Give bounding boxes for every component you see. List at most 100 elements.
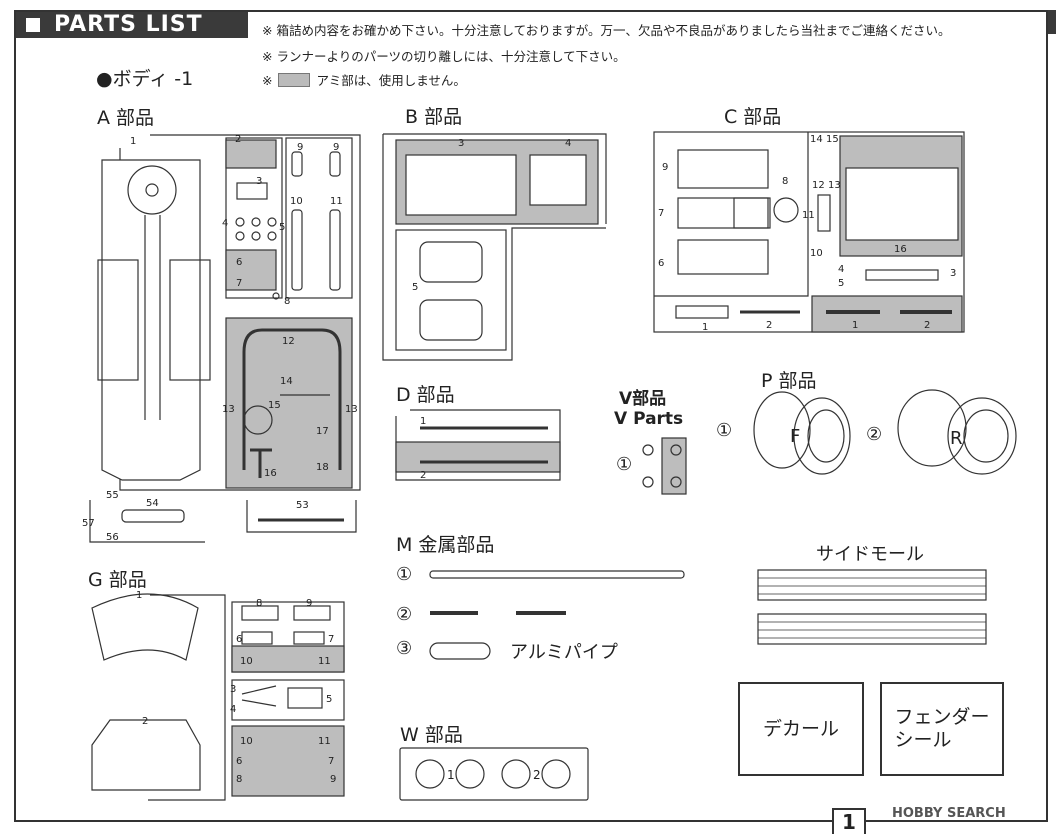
runner-b-frame [383, 133, 607, 224]
part-b3-label: 3 [458, 138, 465, 149]
part-b4-label: 4 [565, 138, 572, 149]
part-c1-label: 1 [702, 322, 709, 333]
part-m3-label: ③ [396, 638, 413, 659]
parts-list-header: PARTS LIST [16, 12, 248, 38]
part-c16-label: 16 [894, 244, 907, 255]
header-square-icon [26, 18, 40, 32]
section-v-label: V部品 [619, 389, 667, 409]
part-a8-label: 8 [284, 296, 291, 307]
note-check-contents: ※ 箱詰め内容をお確かめ下さい。十分注意しておりますが。万一、欠品や不良品があり… [262, 23, 951, 38]
runner-a-mesh-area [225, 317, 353, 489]
runner-v-mesh [661, 437, 687, 495]
section-b-label: B 部品 [405, 106, 463, 128]
side-molding-label: サイドモール [816, 544, 924, 565]
part-a2-label: 2 [235, 134, 242, 145]
rear-tire-part [897, 389, 1017, 475]
part-p1-label: ① [716, 420, 733, 441]
part-a55-label: 55 [106, 490, 119, 501]
page-frame [14, 10, 1048, 822]
part-g8-label: 8 [256, 598, 263, 609]
note-mesh-unused: ※ アミ部は、使用しません。 [262, 70, 466, 89]
part-d1-label: 1 [420, 416, 427, 427]
section-g-label: G 部品 [88, 569, 147, 591]
part-v1-label: ① [616, 454, 633, 475]
decal-label: デカール [762, 717, 839, 740]
front-tire-part [753, 391, 851, 475]
part-a11-label: 11 [330, 196, 343, 207]
part-c15-label: 15 [826, 134, 839, 145]
part-g9b-label: 9 [330, 774, 337, 785]
page-number: 1 [832, 808, 866, 834]
part-a15-label: 15 [268, 400, 281, 411]
side-molding-strip-2 [757, 613, 987, 645]
side-molding-strip-1 [757, 569, 987, 601]
section-a-label: A 部品 [97, 107, 155, 129]
part-c2-label: 2 [766, 320, 773, 331]
part-c1b-label: 1 [852, 320, 859, 331]
part-m1-label: ① [396, 564, 413, 585]
header-title: PARTS LIST [54, 12, 203, 37]
part-a13b-label: 13 [345, 404, 358, 415]
part-a53-label: 53 [296, 500, 309, 511]
part-a1-label: 1 [130, 136, 137, 147]
part-g8b-label: 8 [236, 774, 243, 785]
part-a3 [236, 182, 268, 200]
part-p2-label: ② [866, 424, 883, 445]
part-a7-label: 7 [236, 278, 243, 289]
part-g1-label: 1 [136, 590, 143, 601]
part-g11b-label: 11 [318, 736, 331, 747]
part-g11-label: 11 [318, 656, 331, 667]
part-g10-label: 10 [240, 656, 253, 667]
part-a10-label: 10 [290, 196, 303, 207]
section-p-label: P 部品 [761, 370, 817, 392]
part-g4-label: 4 [230, 704, 237, 715]
part-a16-label: 16 [264, 468, 277, 479]
aluminum-pipe-label: アルミパイプ [510, 642, 618, 663]
watermark: HOBBY SEARCH [892, 806, 1006, 821]
part-a5-label: 5 [279, 222, 286, 233]
part-g9-label: 9 [306, 598, 313, 609]
windshield-part [91, 593, 199, 661]
part-c4-label: 4 [838, 264, 845, 275]
part-g6-label: 6 [236, 634, 243, 645]
part-c2b-label: 2 [924, 320, 931, 331]
part-w2-label: 2 [533, 768, 541, 782]
seat-part-b5 [419, 241, 483, 283]
part-p-rear-label: R [950, 428, 963, 449]
note-mesh-prefix: ※ [262, 73, 273, 88]
part-g3-label: 3 [230, 684, 237, 695]
rear-window-part [91, 719, 201, 791]
decal-box: デカール [738, 682, 864, 776]
part-g7b-label: 7 [328, 756, 335, 767]
part-g10b-label: 10 [240, 736, 253, 747]
part-a9-label: 9 [297, 142, 304, 153]
part-m2-label: ② [396, 604, 413, 625]
metal-shaft-1 [429, 570, 685, 579]
part-c9-label: 9 [662, 162, 669, 173]
runner-w-frame [399, 747, 589, 801]
part-g7-label: 7 [328, 634, 335, 645]
part-a4-label: 4 [222, 218, 229, 229]
fender-seal-box: フェンダー シール [880, 682, 1004, 776]
part-c11-label: 11 [802, 210, 815, 221]
section-v-en-label: V Parts [614, 409, 684, 429]
part-a3-label: 3 [256, 176, 263, 187]
part-w1-label: 1 [447, 768, 455, 782]
part-c8-label: 8 [782, 176, 789, 187]
part-a12-label: 12 [282, 336, 295, 347]
note-mesh-text: アミ部は、使用しません。 [316, 73, 466, 88]
aluminum-pipe-3 [429, 642, 491, 660]
chassis-part [101, 159, 201, 481]
part-c13-label: 13 [828, 180, 841, 191]
part-c14-label: 14 [810, 134, 823, 145]
runner-c-frame [653, 131, 965, 333]
part-g2-label: 2 [142, 716, 149, 727]
part-a56-label: 56 [106, 532, 119, 543]
part-b5-label: 5 [412, 282, 419, 293]
part-g6b-label: 6 [236, 756, 243, 767]
part-p-front-label: F [790, 426, 801, 447]
part-a54-label: 54 [146, 498, 159, 509]
part-a13-label: 13 [222, 404, 235, 415]
body-label: ●ボディ -1 [96, 68, 194, 90]
